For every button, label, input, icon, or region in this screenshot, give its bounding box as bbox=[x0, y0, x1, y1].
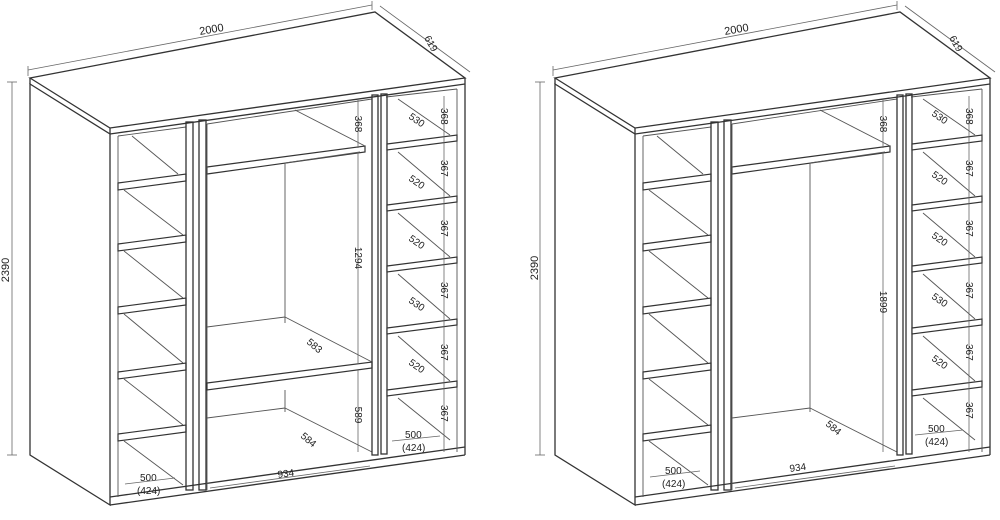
hang-lower-dimension: 589 bbox=[352, 407, 363, 424]
left-bottom-depth: 500 bbox=[140, 473, 157, 484]
svg-text:530: 530 bbox=[929, 108, 949, 127]
bottom-depth: 584 bbox=[823, 419, 843, 438]
svg-text:367: 367 bbox=[438, 220, 449, 237]
left-bottom-sub: (424) bbox=[662, 479, 685, 490]
side-panel bbox=[554, 82, 636, 507]
svg-text:367: 367 bbox=[438, 405, 449, 422]
left-bottom-depth: 500 bbox=[665, 466, 682, 477]
right-bottom-sub: (424) bbox=[925, 437, 948, 448]
svg-text:367: 367 bbox=[963, 344, 974, 361]
svg-text:368: 368 bbox=[963, 108, 974, 125]
right-bottom-sub: (424) bbox=[402, 443, 425, 454]
svg-text:367: 367 bbox=[438, 160, 449, 177]
svg-text:367: 367 bbox=[963, 220, 974, 237]
depth-dimension: 619 bbox=[421, 34, 439, 54]
width-dimension: 2000 bbox=[198, 22, 224, 38]
right-depths-left: 530 520 520 530 520 bbox=[406, 111, 426, 376]
hang-rail-dimension: 1899 bbox=[877, 291, 888, 314]
svg-text:520: 520 bbox=[406, 173, 426, 192]
height-dimension: 2390 bbox=[529, 256, 541, 280]
svg-text:367: 367 bbox=[963, 282, 974, 299]
right-heights-left: 368 367 367 367 367 367 bbox=[438, 96, 449, 452]
wardrobe-right: 2000 619 2390 368 1899 584 934 500 (424)… bbox=[529, 1, 996, 507]
svg-text:520: 520 bbox=[406, 233, 426, 252]
inner-width: 934 bbox=[277, 468, 295, 481]
right-bottom-depth: 500 bbox=[405, 430, 422, 441]
hang-upper-dimension: 368 bbox=[352, 116, 363, 133]
right-heights-right: 368 367 367 367 367 367 bbox=[963, 96, 974, 452]
top-panel bbox=[28, 11, 467, 129]
svg-text:367: 367 bbox=[438, 344, 449, 361]
height-dimension: 2390 bbox=[0, 258, 12, 282]
left-bottom-sub: (424) bbox=[137, 486, 160, 497]
bottom-depth: 584 bbox=[298, 431, 318, 450]
wardrobe-left: 2000 619 2390 368 1294 589 583 584 934 5… bbox=[0, 1, 471, 507]
width-dimension: 2000 bbox=[723, 22, 749, 38]
right-bottom-depth: 500 bbox=[928, 424, 945, 435]
hang-rail-dimension: 1294 bbox=[352, 247, 363, 270]
svg-text:520: 520 bbox=[406, 357, 426, 376]
inner-width: 934 bbox=[789, 462, 807, 475]
hang-upper-dimension: 368 bbox=[877, 116, 888, 133]
top-panel bbox=[553, 11, 992, 129]
depth-dimension: 619 bbox=[946, 34, 964, 54]
side-panel bbox=[29, 82, 111, 507]
svg-text:367: 367 bbox=[963, 160, 974, 177]
svg-text:530: 530 bbox=[406, 295, 426, 314]
right-depths-right: 530 520 520 530 520 bbox=[929, 108, 949, 372]
svg-text:368: 368 bbox=[438, 108, 449, 125]
svg-text:367: 367 bbox=[963, 402, 974, 419]
svg-text:530: 530 bbox=[406, 111, 426, 130]
svg-text:367: 367 bbox=[438, 282, 449, 299]
mid-shelf-depth: 583 bbox=[304, 337, 324, 356]
